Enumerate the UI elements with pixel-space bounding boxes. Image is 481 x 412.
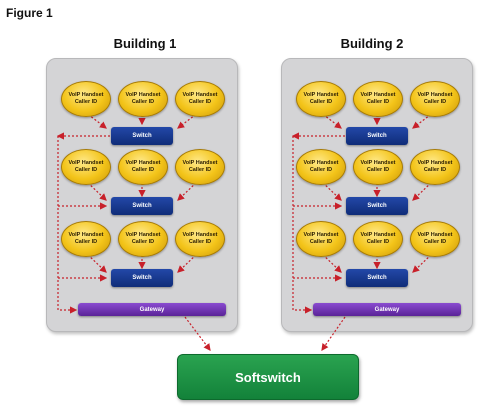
gateway-b1: Gateway xyxy=(78,303,226,316)
building-2-title: Building 2 xyxy=(340,36,404,51)
figure-label: Figure 1 xyxy=(6,6,53,20)
building-1-title: Building 1 xyxy=(113,36,177,51)
switch-b1-1: Switch xyxy=(111,127,173,145)
gateway-b2: Gateway xyxy=(313,303,461,316)
softswitch: Softswitch xyxy=(177,354,359,400)
switch-b1-2: Switch xyxy=(111,197,173,215)
switch-b2-1: Switch xyxy=(346,127,408,145)
switch-b1-3: Switch xyxy=(111,269,173,287)
switch-b2-2: Switch xyxy=(346,197,408,215)
switch-b2-3: Switch xyxy=(346,269,408,287)
